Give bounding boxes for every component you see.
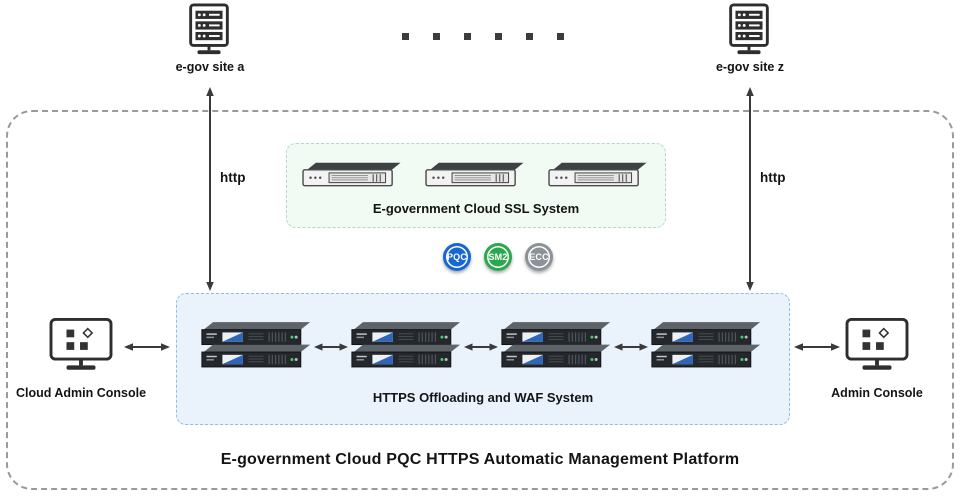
monitor-icon (48, 317, 114, 377)
waf-server-stack-icon (200, 322, 312, 369)
monitor-icon (844, 317, 910, 377)
platform-boundary (6, 110, 954, 490)
arrow-stack2-stack3 (464, 343, 498, 351)
arrow-site-a-to-waf (206, 87, 214, 291)
admin-console-label: Admin Console (831, 386, 923, 400)
ssl-appliance-icon (296, 161, 408, 191)
waf-server-stack-icon (500, 322, 612, 369)
waf-system-title: HTTPS Offloading and WAF System (372, 390, 594, 405)
server-rack-icon (178, 3, 240, 59)
dot (557, 33, 564, 40)
ssl-system-title: E-government Cloud SSL System (372, 201, 580, 216)
sm2-badge-icon: SM2 (484, 243, 512, 271)
platform-title: E-government Cloud PQC HTTPS Automatic M… (220, 451, 740, 468)
egov-site-z-label: e-gov site z (715, 60, 785, 74)
arrow-stack1-stack2 (314, 343, 348, 351)
dot (526, 33, 533, 40)
arrow-cloud-admin-to-waf (124, 343, 170, 351)
ssl-appliance-icon (542, 161, 654, 191)
egov-site-a-label: e-gov site a (175, 60, 245, 74)
pqc-badge-icon: PQC (443, 243, 471, 271)
algorithm-badges: PQC SM2 ECC (443, 243, 553, 271)
http-label-right: http (760, 170, 786, 185)
waf-server-stack-icon (350, 322, 462, 369)
dot (402, 33, 409, 40)
arrow-stack3-stack4 (614, 343, 648, 351)
dot (464, 33, 471, 40)
arrow-waf-to-admin (794, 343, 840, 351)
http-label-left: http (220, 170, 246, 185)
dot (433, 33, 440, 40)
waf-server-stack-icon (650, 322, 762, 369)
ecc-badge-icon: ECC (525, 243, 553, 271)
cloud-admin-console-label: Cloud Admin Console (15, 386, 147, 400)
dot (495, 33, 502, 40)
arrow-site-z-to-waf (746, 87, 754, 291)
ssl-appliance-icon (419, 161, 531, 191)
server-rack-icon (718, 3, 780, 59)
ellipsis-dots (402, 33, 564, 40)
